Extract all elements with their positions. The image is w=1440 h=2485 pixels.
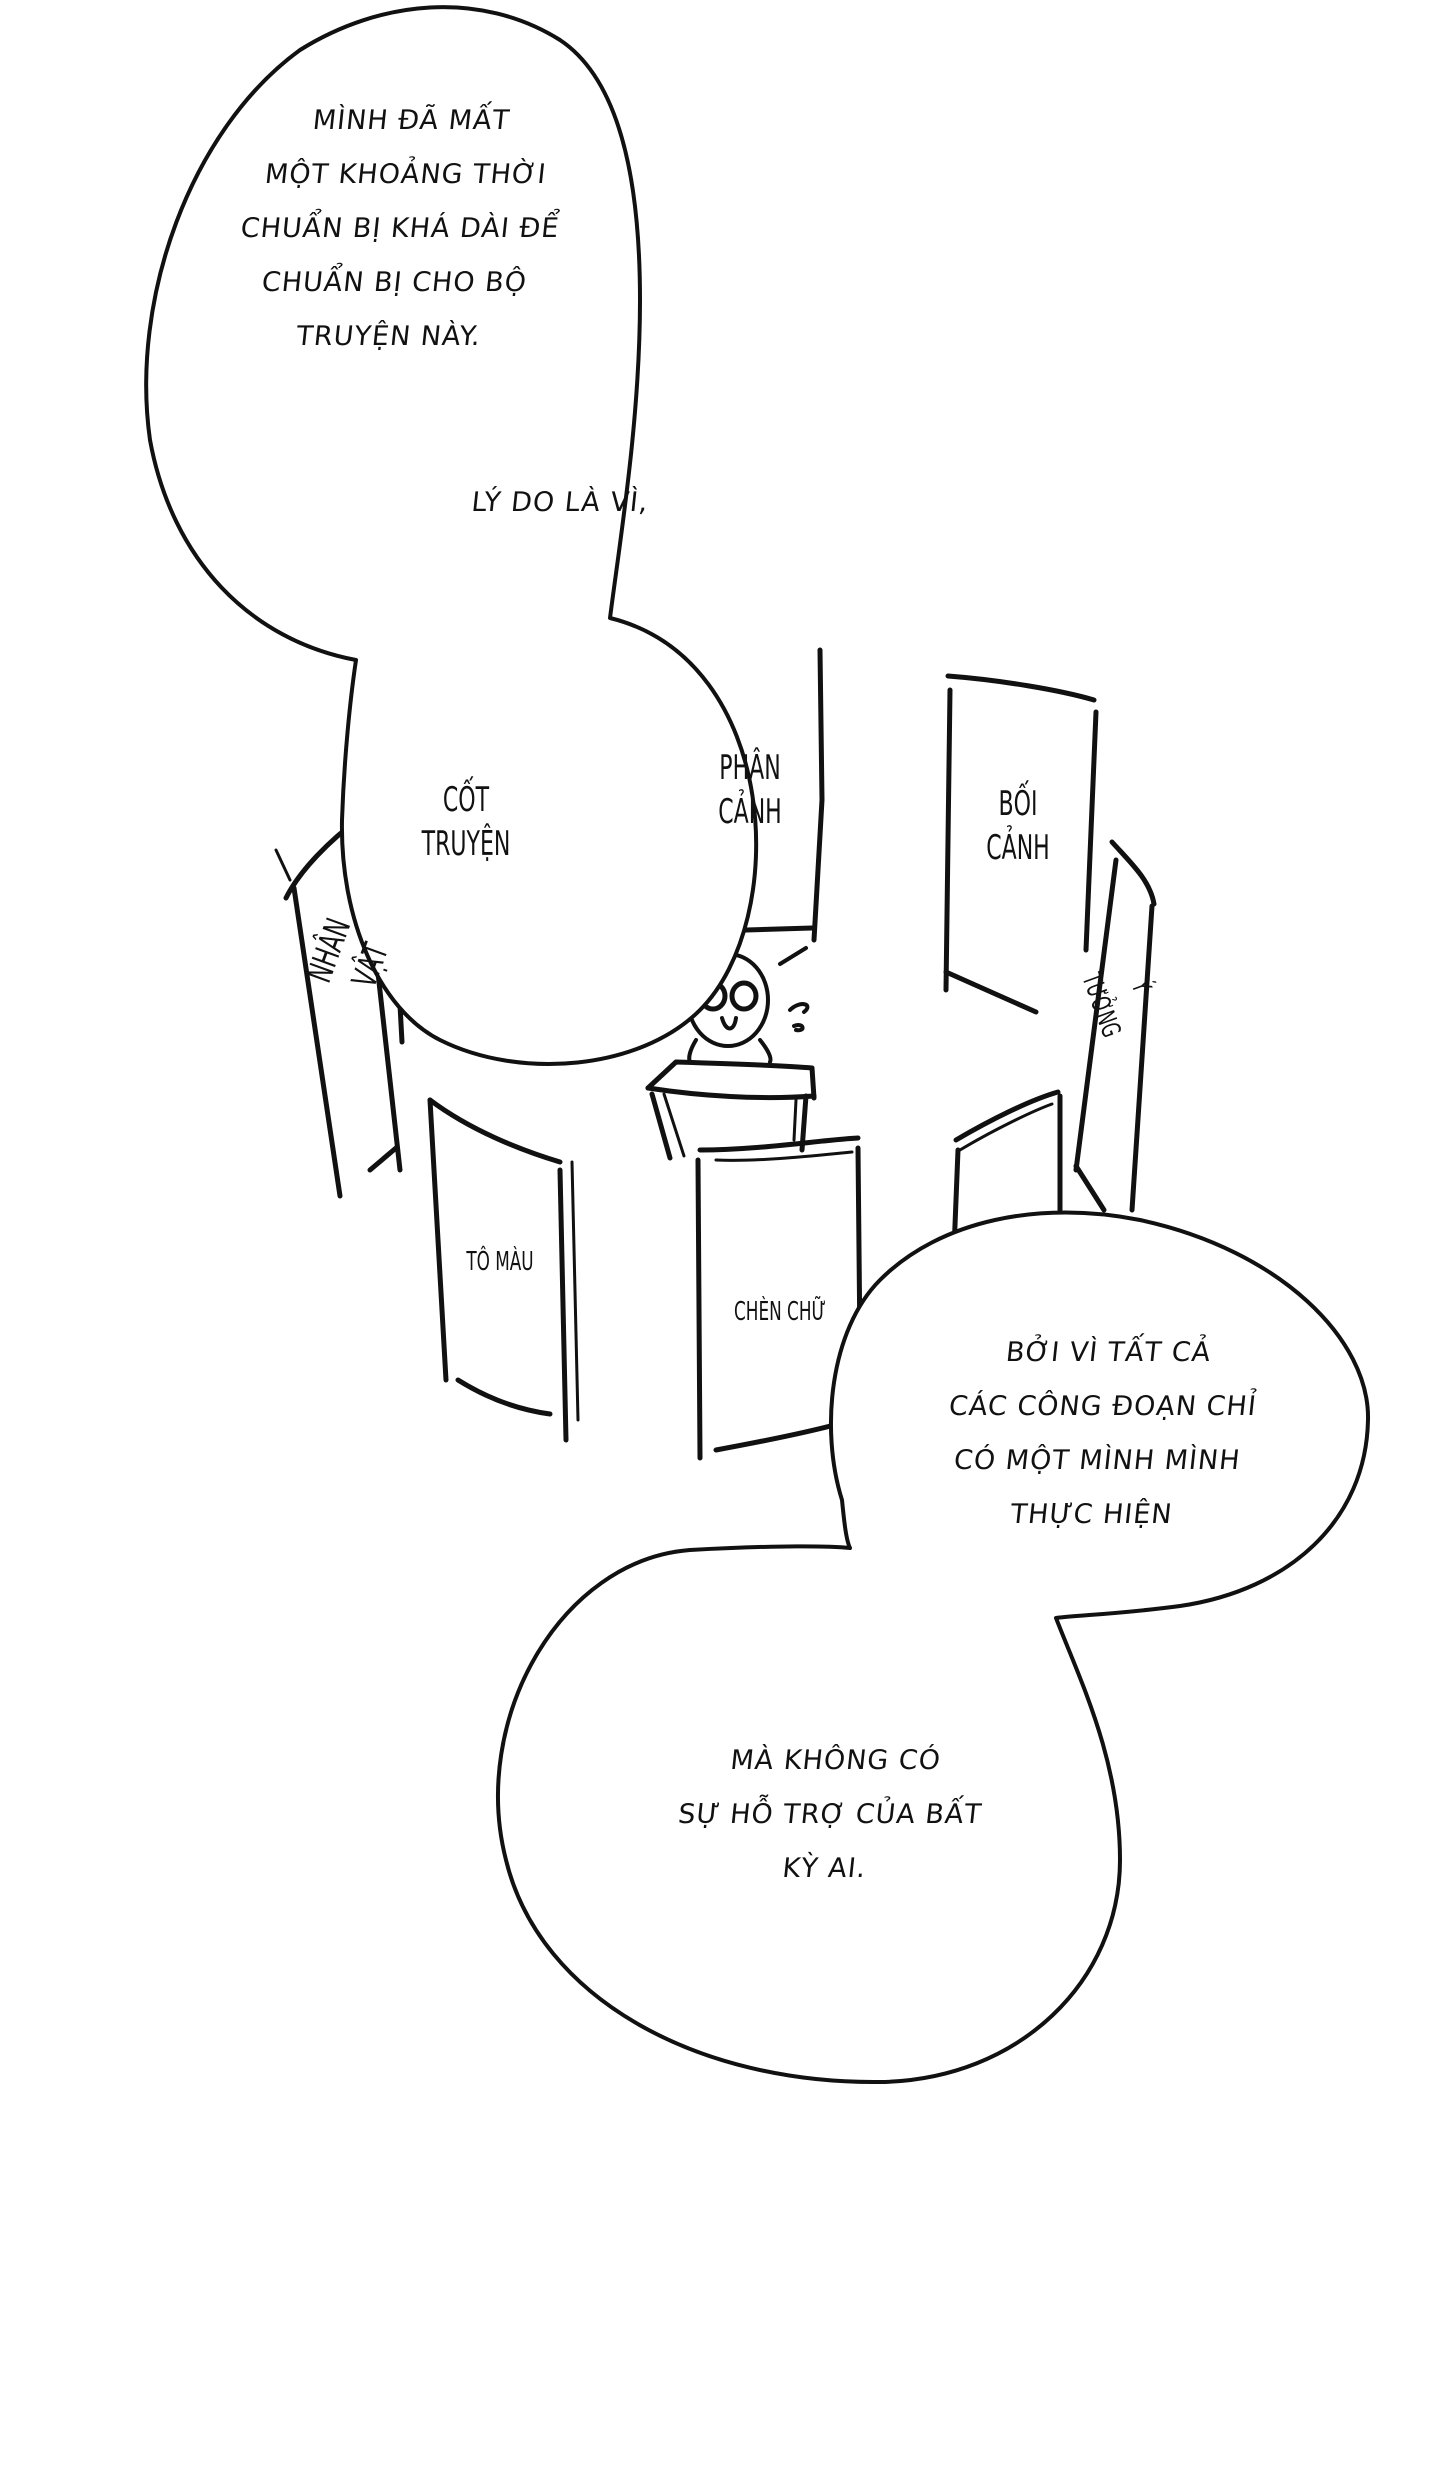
bubble-1-text: Mình đã mất một khoảng thời chuẩn bị khá…: [186, 94, 614, 364]
panel-label-chen-chu: Chèn chữ: [722, 1290, 837, 1334]
bubble-3-line: Mà không có: [728, 1745, 943, 1776]
bubble-1-line: chuẩn bị khá dài để: [239, 213, 561, 244]
label-line: Tô màu: [466, 1247, 534, 1277]
panel-boi-canh: [943, 673, 1099, 1015]
bubble-2-line: các công đoạn chỉ: [947, 1391, 1259, 1422]
label-line: Chèn chữ: [734, 1297, 826, 1327]
speech-bubble-2-outline: [496, 1210, 1371, 2085]
label-line: Cốt: [442, 780, 490, 820]
panel-label-cot-truyen: Cốt truyện: [416, 778, 517, 866]
panel-to-mau: [427, 1097, 580, 1443]
bubble-2-line: thực hiện: [1008, 1499, 1175, 1530]
bubble-1-line: chuẩn bị cho bộ: [260, 267, 529, 298]
speech-bubble-1-outline: [144, 5, 759, 1066]
panel-label-boi-canh: Bối cảnh: [968, 782, 1069, 870]
label-line: truyện: [421, 824, 511, 864]
podium: [645, 1059, 817, 1161]
bubble-1-line: một khoảng thời: [263, 159, 549, 190]
label-line: cảnh: [718, 792, 782, 832]
bubble-2-text: Bởi vì tất cả các công đoạn chỉ có một m…: [899, 1326, 1302, 1542]
label-line: Bối: [998, 784, 1038, 824]
bubble-1-line: truyện này.: [294, 321, 483, 352]
bubble-3-text: Mà không có sự hỗ trợ của bất kỳ ai.: [631, 1734, 1028, 1896]
label-line: cảnh: [986, 828, 1050, 868]
bubble-1-line: Mình đã mất: [311, 105, 512, 136]
panel-label-to-mau: Tô màu: [450, 1240, 551, 1284]
bubble-1b-line: Lý do là vì,: [469, 487, 651, 518]
bubble-3-line: kỳ ai.: [780, 1853, 868, 1884]
panel-y-tuong: [1073, 839, 1157, 1213]
bubble-3-line: sự hỗ trợ của bất: [676, 1799, 984, 1830]
bubble-2-line: có một mình mình: [952, 1445, 1243, 1476]
bubble-1b-text: Lý do là vì,: [417, 476, 703, 530]
bubble-2-line: Bởi vì tất cả: [1004, 1337, 1213, 1368]
label-line: Phân: [719, 748, 781, 788]
panel-label-phan-canh: Phân cảnh: [700, 746, 801, 834]
